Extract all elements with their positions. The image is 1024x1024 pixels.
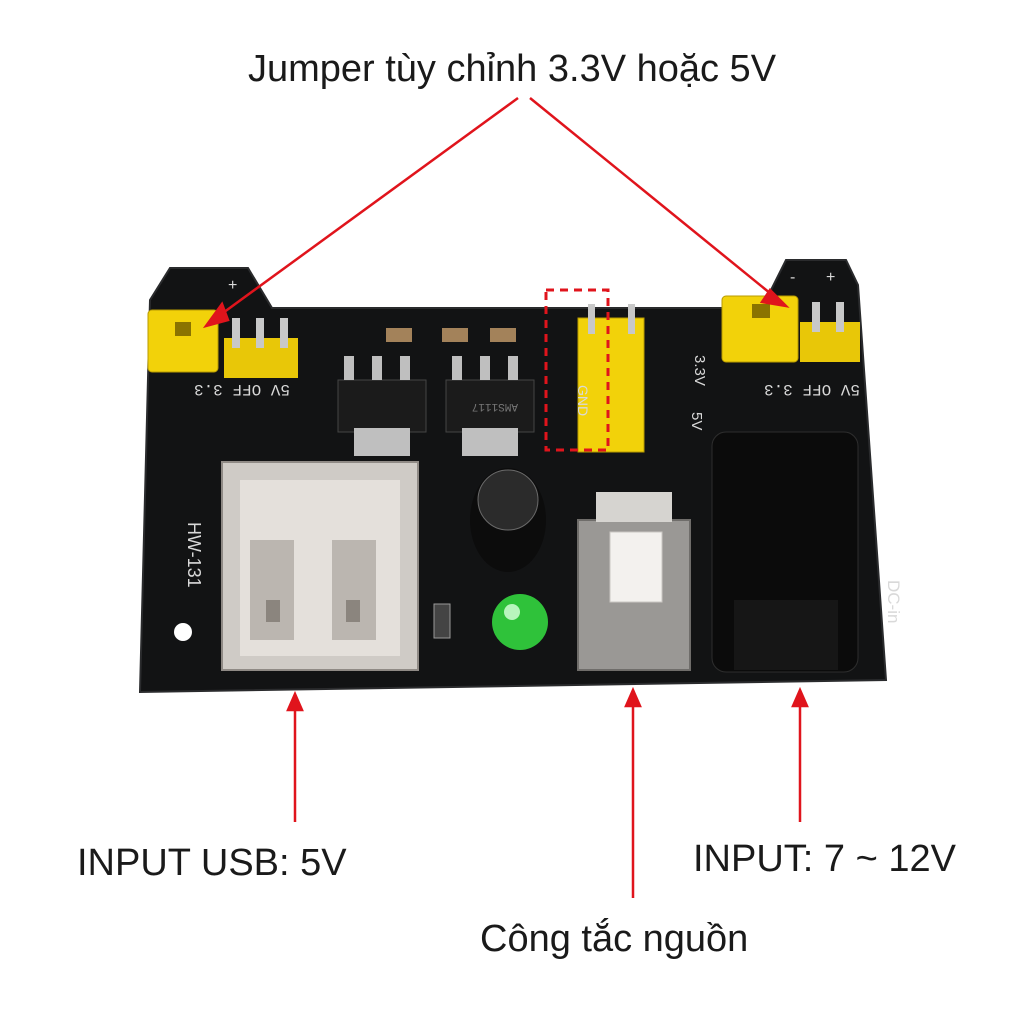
output-pin-header (577, 304, 645, 453)
left-jumper-header (147, 309, 298, 378)
smd-capacitor (386, 328, 412, 342)
annotation-lines (202, 96, 809, 898)
right-header-marks: 5V OFF 3.3 (764, 380, 860, 398)
svg-text:AMS1117: AMS1117 (472, 400, 518, 412)
jumper-annotation-label: Jumper tùy chỉnh 3.3V hoặc 5V (247, 48, 777, 90)
power-switch (577, 492, 691, 671)
voltage-regulator-right: AMS1117 (445, 356, 535, 456)
mounting-hole (174, 623, 192, 641)
right-minus-mark: - (790, 269, 795, 286)
dc-barrel-jack (711, 431, 859, 673)
gnd-label: GND (575, 385, 591, 416)
gnd-highlight-box (544, 288, 610, 452)
left-plus-mark: + (228, 277, 237, 294)
dc-in-label: DC-in (884, 580, 903, 623)
usb-a-port (221, 461, 419, 671)
smd-capacitor (442, 328, 468, 342)
usb-input-annotation-label: INPUT USB: 5V (77, 842, 347, 884)
left-header-marks: 5V OFF 3.3 (194, 380, 290, 398)
right-jumper-header (721, 295, 860, 363)
electrolytic-capacitor (470, 468, 546, 572)
rail-5v-label: 5V (688, 412, 705, 430)
power-led (492, 594, 548, 650)
rail-3v3-label: 3.3V (691, 355, 708, 386)
dc-input-annotation-label: INPUT: 7 ~ 12V (693, 838, 956, 880)
right-plus-mark: + (826, 269, 835, 286)
power-switch-annotation-label: Công tắc nguồn (480, 918, 749, 960)
smd-capacitor (490, 328, 516, 342)
voltage-regulator-left (337, 356, 427, 456)
led-resistor (433, 603, 451, 639)
board-model-label: HW-131 (184, 522, 204, 588)
